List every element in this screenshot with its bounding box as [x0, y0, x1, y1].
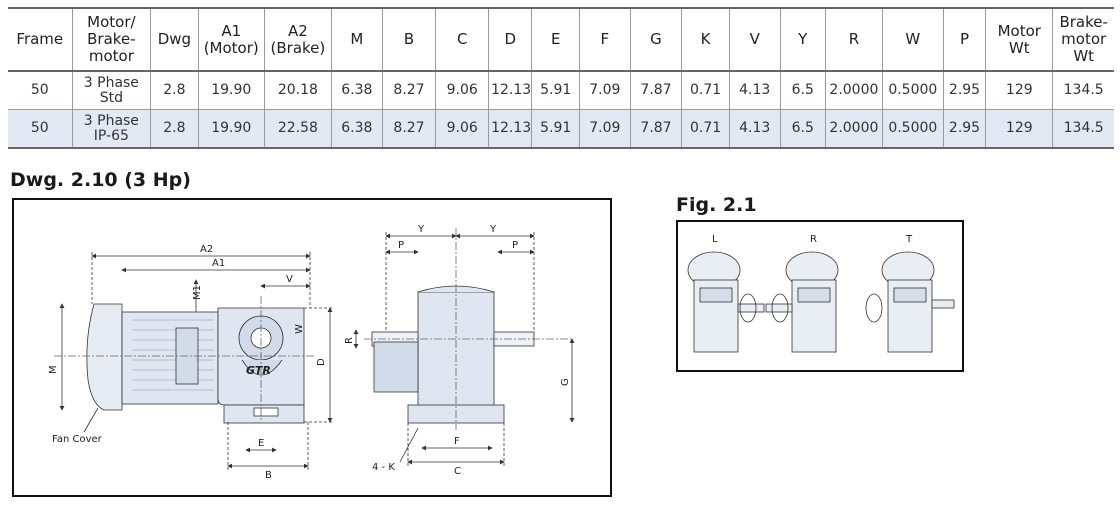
col-e: E [531, 7, 581, 72]
cell: 6.38 [330, 70, 383, 110]
dim-y-right: Y [489, 224, 497, 235]
mounting-figure: L R T [687, 234, 955, 353]
cell: 7.09 [579, 109, 631, 149]
cell: 19.90 [197, 109, 265, 149]
dim-p-right: P [512, 240, 518, 251]
cell: 9.06 [435, 109, 490, 149]
col-m: M [330, 7, 383, 72]
cell: 2.0000 [824, 70, 883, 110]
col-motor-type: Motor/ Brake- motor [71, 7, 152, 72]
cell: 4.13 [728, 109, 781, 149]
col-a1: A1 (Motor) [197, 7, 265, 72]
cell: 22.58 [263, 109, 332, 149]
col-y: Y [779, 7, 826, 72]
cell: 19.90 [197, 70, 265, 110]
cell: 4.13 [728, 70, 781, 110]
dim-b: B [265, 470, 272, 481]
col-brakemotor-wt: Brake- motor Wt [1052, 7, 1114, 72]
cell: 134.5 [1052, 70, 1114, 110]
cell: 5.91 [531, 109, 581, 149]
mount-r-label: R [810, 234, 817, 245]
cell: 7.09 [579, 70, 631, 110]
cell: 0.5000 [881, 109, 944, 149]
cell: 2.8 [150, 109, 199, 149]
col-d: D [488, 7, 533, 72]
cell: 7.87 [629, 109, 683, 149]
cell: 12.13 [488, 109, 533, 149]
col-motor-wt: Motor Wt [985, 7, 1054, 72]
col-c: C [435, 7, 490, 72]
dim-c: C [454, 466, 461, 477]
col-frame: Frame [8, 7, 73, 72]
dim-m1: M1 [192, 285, 203, 300]
drawing-title: Dwg. 2.10 (3 Hp) [10, 169, 191, 191]
mount-t-illustration [865, 251, 955, 353]
cell: 129 [985, 109, 1054, 149]
col-v: V [728, 7, 781, 72]
cell: 0.71 [681, 109, 730, 149]
col-f: F [579, 7, 631, 72]
cell: 3 Phase IP-65 [71, 109, 152, 149]
mount-l-label: L [712, 234, 718, 245]
dim-e: E [258, 438, 264, 449]
mounting-figure-box: L R T [676, 220, 964, 372]
cell: 2.8 [150, 70, 199, 110]
cell: 6.5 [779, 109, 826, 149]
dim-r: R [344, 337, 355, 344]
dim-f: F [454, 436, 460, 447]
cell: 2.0000 [824, 109, 883, 149]
dimension-drawing-box: A2 A1 V M1 W M D E B Fan Cover GTR Y Y P… [12, 198, 612, 497]
cell: 6.38 [330, 109, 383, 149]
cell: 2.95 [942, 109, 987, 149]
fan-cover-label: Fan Cover [52, 434, 103, 445]
cell: 134.5 [1052, 109, 1114, 149]
cell: 50 [8, 109, 73, 149]
figure-title: Fig. 2.1 [676, 194, 757, 216]
col-p: P [942, 7, 987, 72]
table-row: 50 3 Phase IP-65 2.8 19.90 22.58 6.38 8.… [8, 109, 1114, 149]
dimension-drawing: A2 A1 V M1 W M D E B Fan Cover GTR Y Y P… [48, 224, 575, 481]
dim-w: W [294, 324, 305, 334]
dim-m: M [48, 365, 59, 374]
cell: 5.91 [531, 70, 581, 110]
col-w: W [881, 7, 944, 72]
cell: 12.13 [488, 70, 533, 110]
cell: 0.5000 [881, 70, 944, 110]
cell: 8.27 [381, 70, 437, 110]
cell: 20.18 [263, 70, 332, 110]
dim-a2: A2 [200, 244, 213, 255]
table-row: 50 3 Phase Std 2.8 19.90 20.18 6.38 8.27… [8, 70, 1114, 110]
cell: 0.71 [681, 70, 730, 110]
col-b: B [381, 7, 437, 72]
col-r: R [824, 7, 883, 72]
cell: 50 [8, 70, 73, 110]
cell: 2.95 [942, 70, 987, 110]
cell: 129 [985, 70, 1054, 110]
col-g: G [629, 7, 683, 72]
cell: 7.87 [629, 70, 683, 110]
dim-p-left: P [398, 240, 404, 251]
mount-l-illustration [687, 251, 765, 353]
cell: 8.27 [381, 109, 437, 149]
cell: 3 Phase Std [71, 70, 152, 110]
col-a2: A2 (Brake) [263, 7, 332, 72]
mount-t-label: T [905, 234, 913, 245]
dim-d: D [316, 358, 327, 366]
mount-r-illustration [765, 251, 839, 353]
cell: 9.06 [435, 70, 490, 110]
dim-v: V [286, 274, 293, 285]
dim-g: G [560, 378, 571, 386]
dim-a1: A1 [212, 258, 225, 269]
cell: 6.5 [779, 70, 826, 110]
spec-table: Frame Motor/ Brake- motor Dwg A1 (Motor)… [8, 7, 1114, 149]
table-header-row: Frame Motor/ Brake- motor Dwg A1 (Motor)… [8, 7, 1114, 72]
col-k: K [681, 7, 730, 72]
brand-logo: GTR [246, 364, 271, 377]
dim-y-left: Y [417, 224, 425, 235]
col-dwg: Dwg [150, 7, 199, 72]
dim-4k: 4 - K [372, 462, 395, 473]
